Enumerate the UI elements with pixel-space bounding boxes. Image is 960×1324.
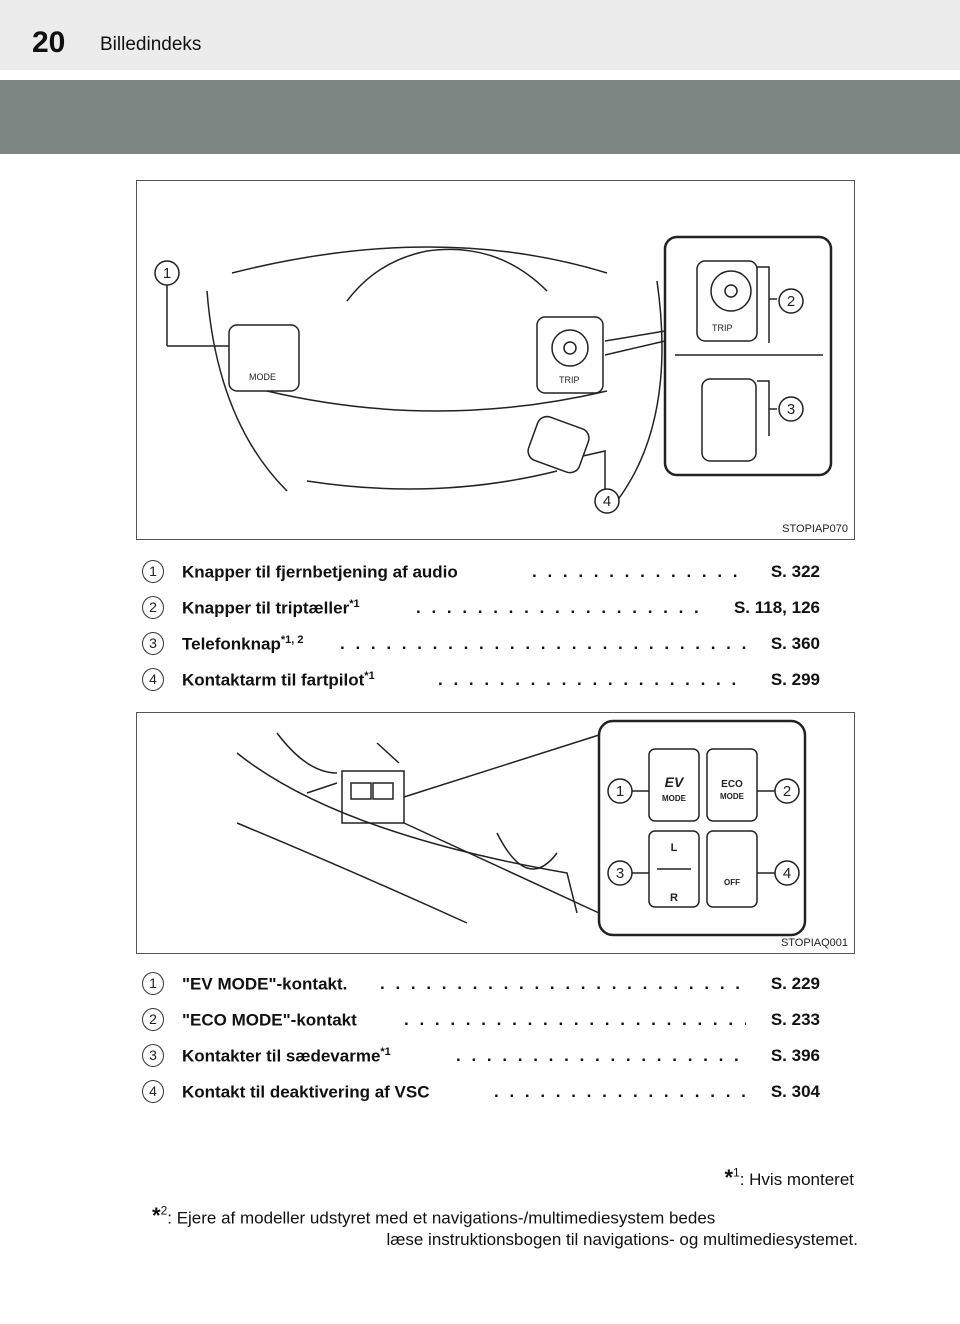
page-reference[interactable]: S. 233 [770, 1010, 820, 1029]
callout-1 [607, 778, 633, 804]
item-label: "EV MODE"-kontakt. [182, 974, 348, 994]
callout-3 [607, 860, 633, 886]
header-band [0, 80, 960, 154]
footnote-1: *1: Hvis monteret [724, 1165, 854, 1190]
ev-switch-label: EV [665, 774, 685, 790]
figure-code: STOPIAQ001 [780, 937, 848, 949]
list-item: 2 Knapper til triptæller*1 . . . . . . .… [140, 596, 820, 632]
list-item: 1 "EV MODE"-kontakt. . . . . . . . . . .… [140, 972, 820, 1008]
list-item: 4 Kontakt til deaktivering af VSC . . . … [140, 1080, 820, 1116]
ev-mode-label: MODE [662, 794, 687, 803]
svg-text:3: 3 [616, 865, 624, 882]
mode-button-label: MODE [249, 372, 276, 382]
callout-3 [778, 396, 804, 422]
leader-dots: . . . . . . . . . . . . . . . . . . . . … [532, 562, 742, 581]
item-label: Telefonknap*1, 2 [182, 634, 304, 654]
figure-code: STOPIAP070 [782, 523, 848, 535]
item-label: Kontakt til deaktivering af VSC [182, 1082, 430, 1102]
svg-text:4: 4 [783, 865, 791, 882]
item-number-badge: 3 [142, 1044, 164, 1067]
svg-text:1: 1 [163, 265, 171, 282]
item-label: "ECO MODE"-kontakt [182, 1010, 357, 1030]
footnote-2: *2: Ejere af modeller udstyret med et na… [152, 1203, 858, 1250]
footnote-mark: *2 [152, 1203, 168, 1229]
leader-dots: . . . . . . . . . . . . . . . . . . . . … [494, 1082, 746, 1101]
vsc-off-label: OFF [724, 878, 740, 887]
svg-text:3: 3 [787, 401, 795, 418]
item-label: Kontaktarm til fartpilot*1 [182, 670, 375, 690]
item-number-badge: 4 [142, 1080, 164, 1103]
svg-text:2: 2 [783, 783, 791, 800]
steering-wheel-figure: MODE TRIP TRIP 1 2 3 4 STOPIAP070 [136, 180, 855, 540]
steering-wheel-illustration: MODE TRIP TRIP 1 2 3 4 [154, 235, 833, 514]
item-label: Knapper til fjernbetjening af audio [182, 562, 458, 582]
callout-4 [774, 860, 800, 886]
item-number-badge: 2 [142, 1008, 164, 1031]
seat-left-label: L [671, 842, 678, 854]
item-label: Knapper til triptæller*1 [182, 598, 360, 618]
list-item: 3 Kontakter til sædevarme*1 . . . . . . … [140, 1044, 820, 1080]
callout-4 [594, 488, 620, 514]
list-item: 4 Kontaktarm til fartpilot*1 . . . . . .… [140, 668, 820, 704]
trip-button-label: TRIP [559, 375, 580, 385]
trip-button-label-zoom: TRIP [712, 323, 733, 333]
leader-dots: . . . . . . . . . . . . . . . . . . . . … [438, 670, 746, 689]
list-item: 1 Knapper til fjernbetjening af audio . … [140, 560, 820, 596]
item-number-badge: 1 [142, 972, 164, 995]
item-number-badge: 3 [142, 632, 164, 655]
header-bar [0, 0, 960, 70]
item-number-badge: 4 [142, 668, 164, 691]
svg-text:1: 1 [616, 783, 624, 800]
console-items-list: 1 "EV MODE"-kontakt. . . . . . . . . . .… [140, 972, 820, 1116]
page-reference[interactable]: S. 396 [770, 1046, 820, 1065]
page-reference[interactable]: S. 322 [770, 562, 820, 581]
list-item: 3 Telefonknap*1, 2 . . . . . . . . . . .… [140, 632, 820, 668]
eco-mode-label: MODE [720, 792, 745, 801]
item-number-badge: 2 [142, 596, 164, 619]
page-reference[interactable]: S. 304 [770, 1082, 820, 1101]
item-label: Kontakter til sædevarme*1 [182, 1046, 391, 1066]
eco-switch-label: ECO [721, 779, 743, 790]
page-reference[interactable]: S. 229 [770, 974, 820, 993]
leader-dots: . . . . . . . . . . . . . . . . . . . . … [380, 974, 746, 993]
svg-text:4: 4 [603, 493, 611, 510]
page-reference[interactable]: S. 360 [770, 634, 820, 653]
page-reference[interactable]: S. 118, 126 [733, 598, 820, 617]
console-illustration: EV MODE ECO MODE L R OFF 1 2 3 4 [236, 719, 807, 937]
console-figure: EV MODE ECO MODE L R OFF 1 2 3 4 STOPIAQ… [136, 712, 855, 954]
list-item: 2 "ECO MODE"-kontakt . . . . . . . . . .… [140, 1008, 820, 1044]
svg-text:2: 2 [787, 293, 795, 310]
leader-dots: . . . . . . . . . . . . . . . . . . . . … [404, 1010, 746, 1029]
steering-items-list: 1 Knapper til fjernbetjening af audio . … [140, 560, 820, 704]
page-number: 20 [32, 26, 66, 59]
leader-dots: . . . . . . . . . . . . . . . . . . . . … [340, 634, 746, 653]
callout-2 [778, 288, 804, 314]
page-title: Billedindeks [100, 34, 202, 55]
callout-2 [774, 778, 800, 804]
leader-dots: . . . . . . . . . . . . . . . . . . . . … [456, 1046, 746, 1065]
seat-right-label: R [670, 892, 678, 904]
leader-dots: . . . . . . . . . . . . . . . . . . . . … [416, 598, 698, 617]
callout-1 [154, 260, 180, 286]
footnote-mark: *1 [724, 1165, 740, 1190]
page-reference[interactable]: S. 299 [770, 670, 820, 689]
item-number-badge: 1 [142, 560, 164, 583]
